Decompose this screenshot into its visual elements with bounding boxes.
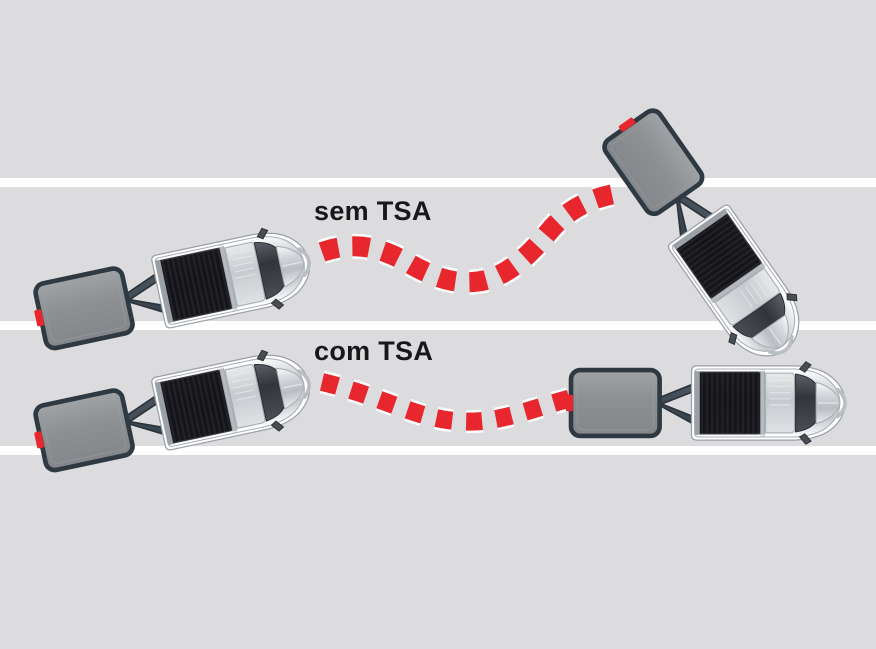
lane-line-middle [0, 321, 876, 330]
lane-line-top [0, 178, 876, 187]
label-with-tsa: com TSA [314, 336, 434, 366]
scene-without-tsa [27, 98, 819, 374]
path-without-tsa [317, 181, 617, 295]
vehicle-start-with-tsa [27, 342, 317, 481]
label-without-tsa: sem TSA [314, 196, 432, 226]
vehicle-start-without-tsa [27, 220, 317, 359]
vehicle-end-without-tsa [591, 98, 819, 374]
scene-with-tsa [27, 342, 845, 481]
vehicle-end-with-tsa [566, 362, 845, 444]
lane-line-bottom [0, 446, 876, 455]
path-with-tsa [319, 370, 575, 434]
